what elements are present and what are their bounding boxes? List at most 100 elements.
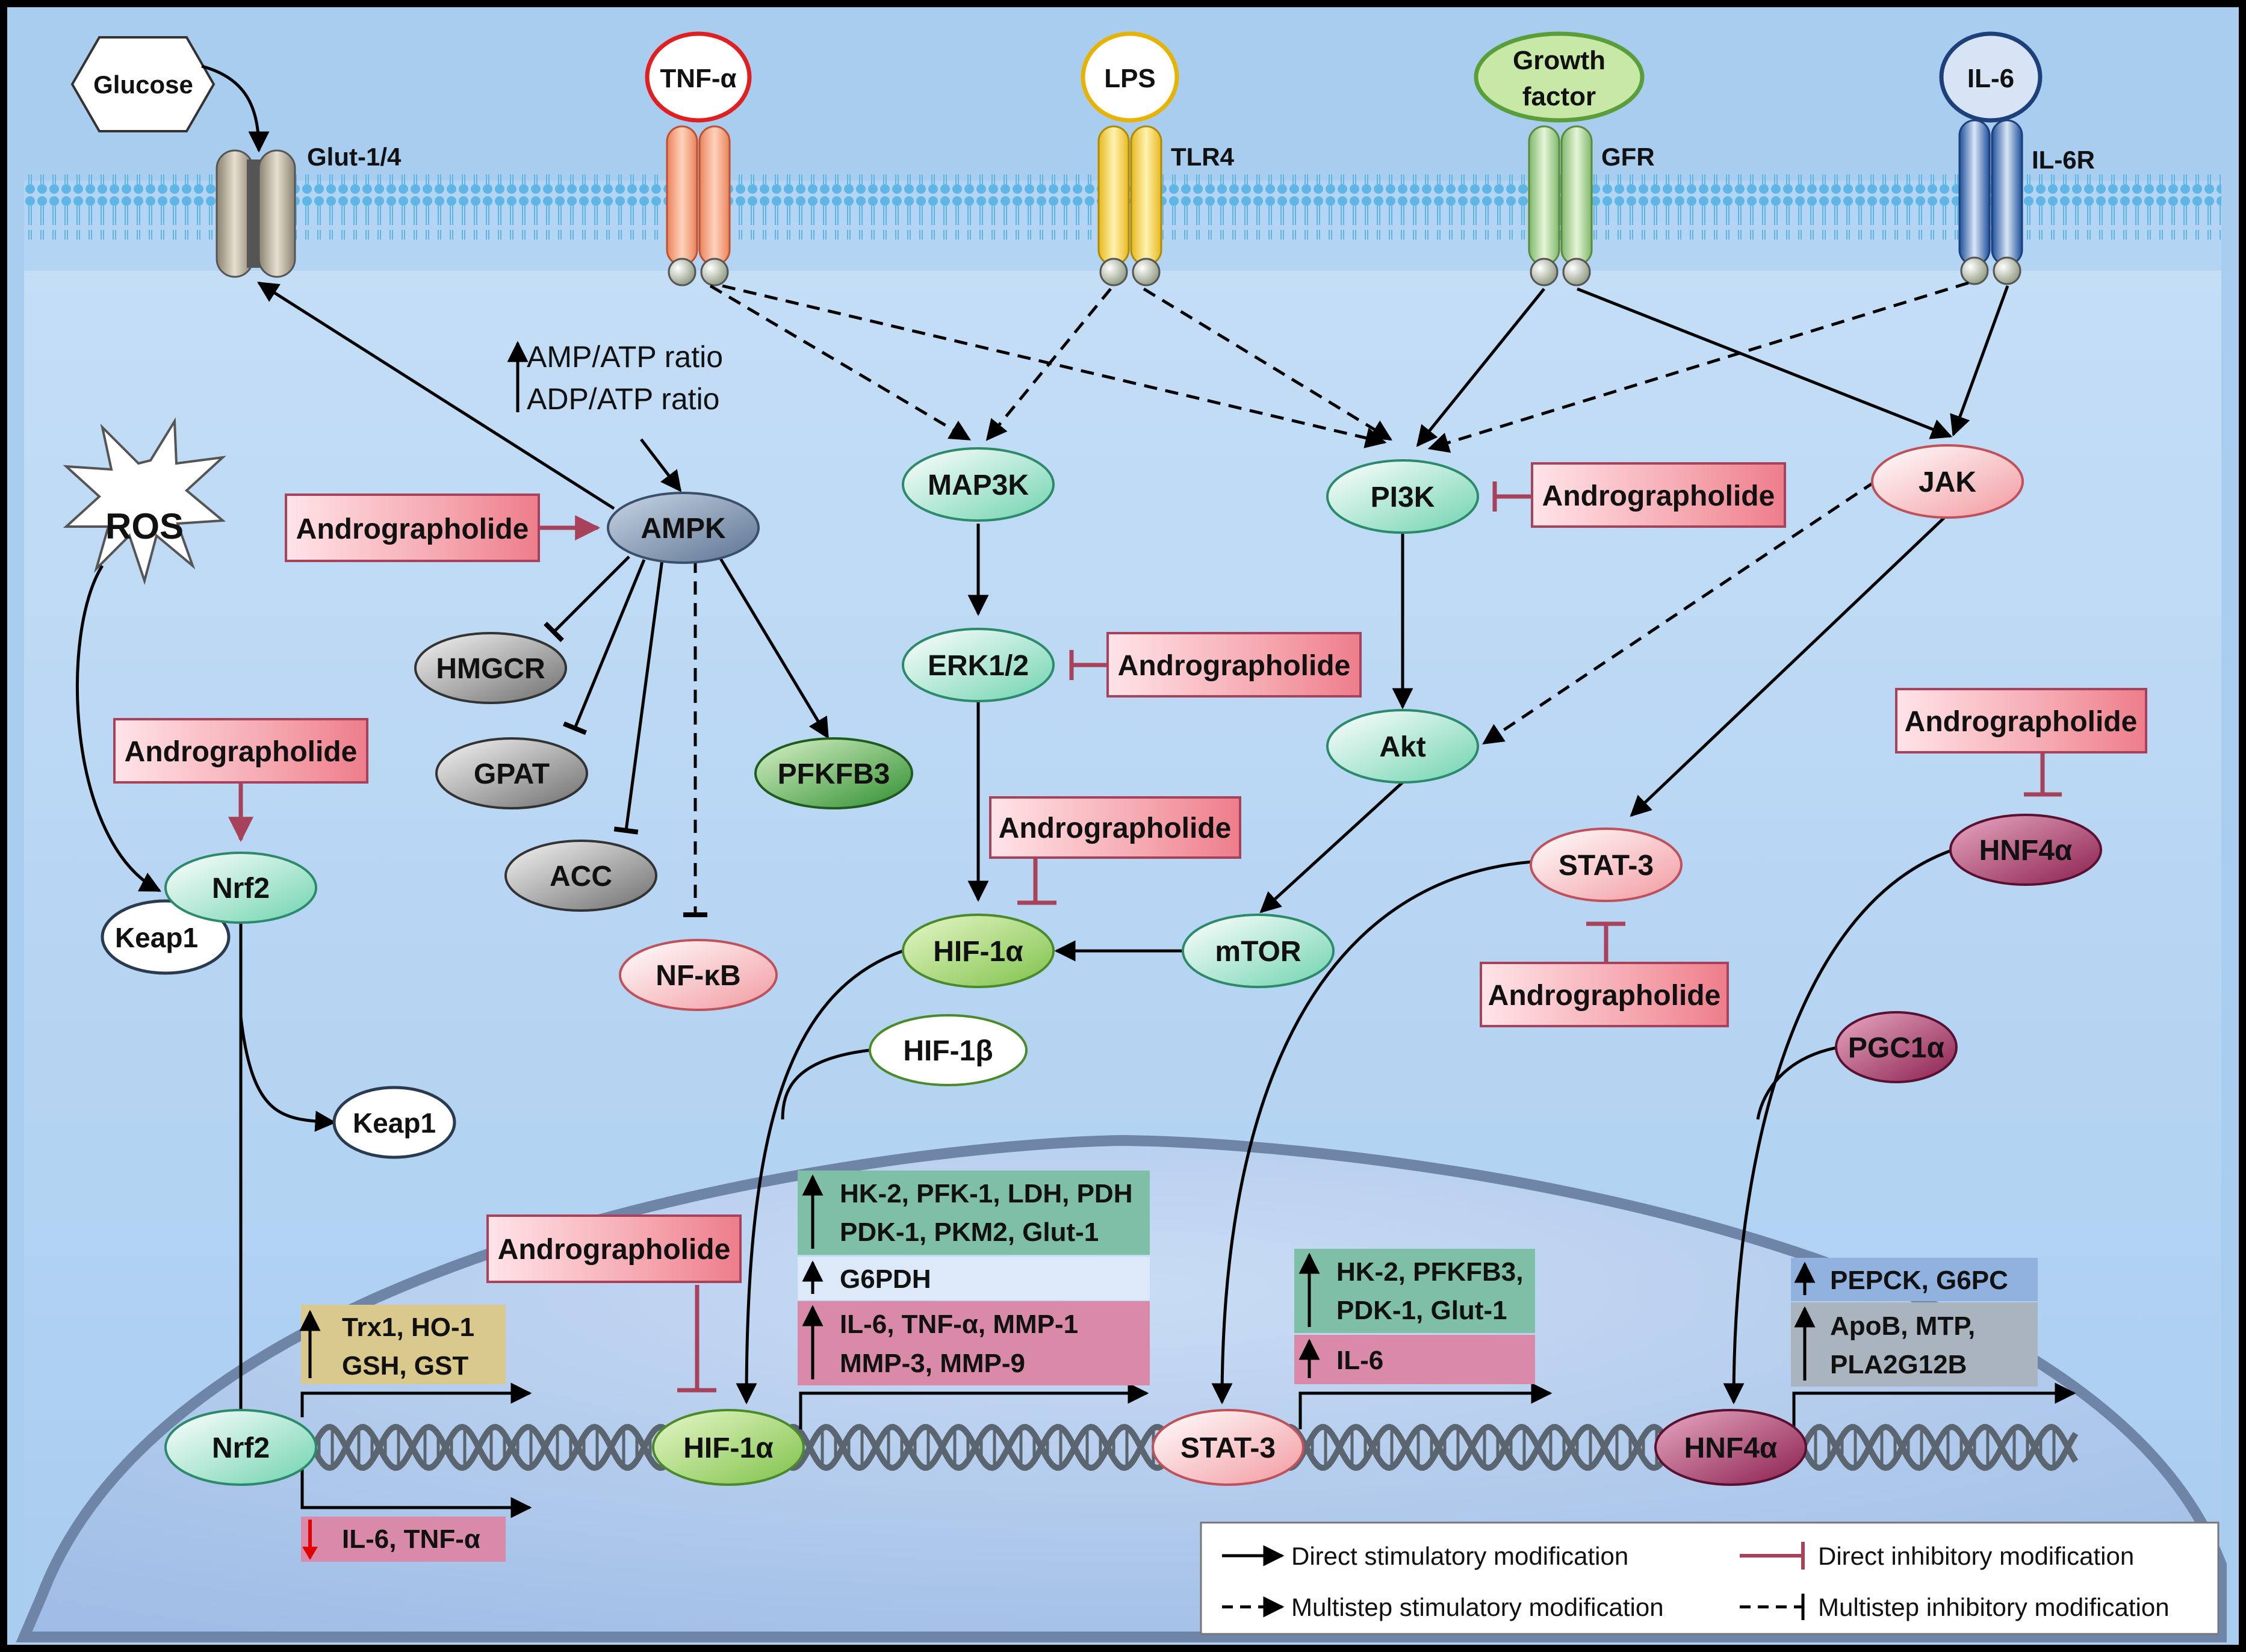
mtor-label: mTOR: [1215, 936, 1301, 968]
andro-label-hif-nuclear: Andrographolide: [498, 1234, 731, 1266]
nrf2-node: Nrf2: [164, 852, 317, 924]
nrf2-up-text-2: GSH, GST: [342, 1351, 468, 1381]
tnf-receptor: [666, 125, 731, 286]
energy-ratio: AMP/ATP ratio ADP/ATP ratio: [507, 340, 723, 416]
hnf4a-glucose-text: PEPCK, G6PC: [1830, 1266, 2008, 1295]
legend-multi-stim: Multistep stimulatory modification: [1291, 1593, 1664, 1621]
glucose-ligand: Glucose: [70, 36, 216, 132]
ros-node: ROS: [63, 417, 227, 585]
lps-ligand: LPS: [1081, 31, 1179, 123]
tlr4-receptor: TLR4: [1097, 125, 1235, 286]
hif-inflam-text-2: MMP-3, MMP-9: [840, 1349, 1025, 1378]
hnf4a-node: HNF4α: [1949, 814, 2102, 886]
andro-box-hnf4a: Andrographolide: [1895, 688, 2147, 753]
andro-box-hif-nuclear: Andrographolide: [486, 1214, 742, 1283]
hnf4a-label: HNF4α: [1979, 835, 2073, 867]
hif-targets: HK-2, PFK-1, LDH, PDH PDK-1, PKM2, Glut-…: [798, 1171, 1150, 1385]
stat3-inflam-text: IL-6: [1336, 1346, 1383, 1375]
hif1a-label: HIF-1α: [933, 936, 1023, 968]
nrf2-up-text-1: Trx1, HO-1: [342, 1313, 474, 1342]
stat3-glycolysis-text-2: PDK-1, Glut-1: [1336, 1296, 1507, 1325]
nrf2-nuclear-label: Nrf2: [212, 1432, 270, 1464]
jak-node: JAK: [1871, 444, 2024, 519]
erk-label: ERK1/2: [928, 650, 1029, 682]
akt-label: Akt: [1379, 731, 1425, 763]
stat3-node: STAT-3: [1530, 828, 1683, 902]
hif-glycolysis-text-1: HK-2, PFK-1, LDH, PDH: [840, 1179, 1132, 1208]
stat3-nuclear-node: STAT-3: [1152, 1409, 1304, 1486]
nrf2-down-text: IL-6, TNF-α: [342, 1524, 480, 1554]
ampk-node: AMPK: [607, 492, 760, 564]
connections: [75, 64, 2076, 1518]
lps-label: LPS: [1104, 64, 1156, 93]
tnf-ligand: TNF-α: [645, 31, 752, 123]
legend-multi-inhib: Multistep inhibitory modification: [1818, 1593, 2170, 1621]
andro-box-hif: Andrographolide: [989, 796, 1241, 859]
pi3k-node: PI3K: [1326, 459, 1479, 534]
growth-factor-ligand: Growth factor: [1474, 31, 1645, 123]
ros-label: ROS: [105, 506, 184, 546]
keap1-free-label: Keap1: [353, 1107, 436, 1139]
acc-node: ACC: [504, 840, 657, 912]
gfr-label: GFR: [1601, 143, 1655, 171]
hif1a-nuclear-label: HIF-1α: [683, 1432, 774, 1464]
keap1-label: Keap1: [115, 922, 198, 953]
andro-label-hif: Andrographolide: [999, 812, 1232, 844]
nfkb-label: NF-κB: [656, 960, 740, 992]
nrf2-up-targets: Trx1, HO-1 GSH, GST: [299, 1305, 506, 1384]
andro-label-erk: Andrographolide: [1118, 650, 1351, 682]
stat3-glycolysis-text-1: HK-2, PFKFB3,: [1336, 1257, 1523, 1287]
erk-node: ERK1/2: [902, 628, 1055, 702]
legend-direct-stim: Direct stimulatory modification: [1291, 1542, 1628, 1570]
andro-box-nrf2: Andrographolide: [113, 718, 368, 784]
hnf4a-nuclear-label: HNF4α: [1684, 1432, 1778, 1464]
pgc1a-label: PGC1α: [1848, 1032, 1945, 1064]
andro-box-pi3k: Andrographolide: [1531, 462, 1786, 528]
pfkfb3-label: PFKFB3: [778, 758, 890, 790]
andro-box-stat3: Andrographolide: [1480, 962, 1729, 1027]
stat3-targets: HK-2, PFKFB3, PDK-1, Glut-1 IL-6: [1294, 1249, 1535, 1384]
keap1-node: Keap1: [101, 899, 231, 975]
nrf2-label: Nrf2: [212, 873, 270, 905]
tlr4-label: TLR4: [1171, 143, 1235, 171]
andro-label-hnf4a: Andrographolide: [1905, 706, 2138, 738]
pi3k-label: PI3K: [1371, 481, 1435, 513]
andro-label-ampk: Andrographolide: [296, 513, 529, 545]
tnf-label: TNF-α: [660, 64, 736, 93]
hif-glycolysis-text-2: PDK-1, PKM2, Glut-1: [840, 1217, 1099, 1247]
hif1b-label: HIF-1β: [903, 1035, 993, 1067]
keap1-free-node: Keap1: [332, 1086, 456, 1159]
andro-box-ampk: Andrographolide: [285, 493, 540, 562]
hif1a-nuclear-node: HIF-1α: [652, 1409, 805, 1486]
andro-label-pi3k: Andrographolide: [1542, 480, 1775, 512]
hnf4a-lipid-text-1: ApoB, MTP,: [1830, 1311, 1975, 1341]
map3k-label: MAP3K: [928, 469, 1029, 501]
hif1a-node: HIF-1α: [902, 914, 1055, 988]
andro-box-erk: Andrographolide: [1106, 632, 1362, 698]
legend: Direct stimulatory modification Multiste…: [1200, 1521, 2220, 1635]
andro-label-stat3: Andrographolide: [1488, 980, 1721, 1012]
pgc1a-node: PGC1α: [1835, 1011, 1958, 1083]
gpat-label: GPAT: [474, 758, 550, 790]
hnf4a-nuclear-node: HNF4α: [1654, 1409, 1807, 1486]
map3k-node: MAP3K: [902, 447, 1055, 522]
amp-atp-ratio: AMP/ATP ratio: [527, 340, 723, 374]
stat3-label: STAT-3: [1559, 850, 1654, 882]
acc-label: ACC: [550, 861, 612, 893]
jak-label: JAK: [1919, 466, 1976, 498]
andro-label-nrf2: Andrographolide: [125, 736, 358, 768]
akt-node: Akt: [1326, 709, 1479, 784]
hnf4a-lipid-text-2: PLA2G12B: [1830, 1350, 1967, 1379]
ampk-label: AMPK: [641, 513, 726, 545]
nrf2-nuclear-node: Nrf2: [164, 1409, 317, 1486]
hnf4a-targets: PEPCK, G6PC ApoB, MTP, PLA2G12B: [1791, 1258, 2038, 1387]
gpat-node: GPAT: [435, 737, 588, 809]
hif-inflam-text-1: IL-6, TNF-α, MMP-1: [840, 1310, 1078, 1339]
stat3-nuclear-label: STAT-3: [1180, 1432, 1276, 1464]
gfr-receptor: GFR: [1528, 125, 1655, 286]
nrf2-down-targets: IL-6, TNF-α: [301, 1517, 506, 1562]
il6-ligand: IL-6: [1939, 31, 2043, 123]
adp-atp-ratio: ADP/ATP ratio: [527, 382, 719, 416]
hmgcr-label: HMGCR: [436, 653, 545, 685]
